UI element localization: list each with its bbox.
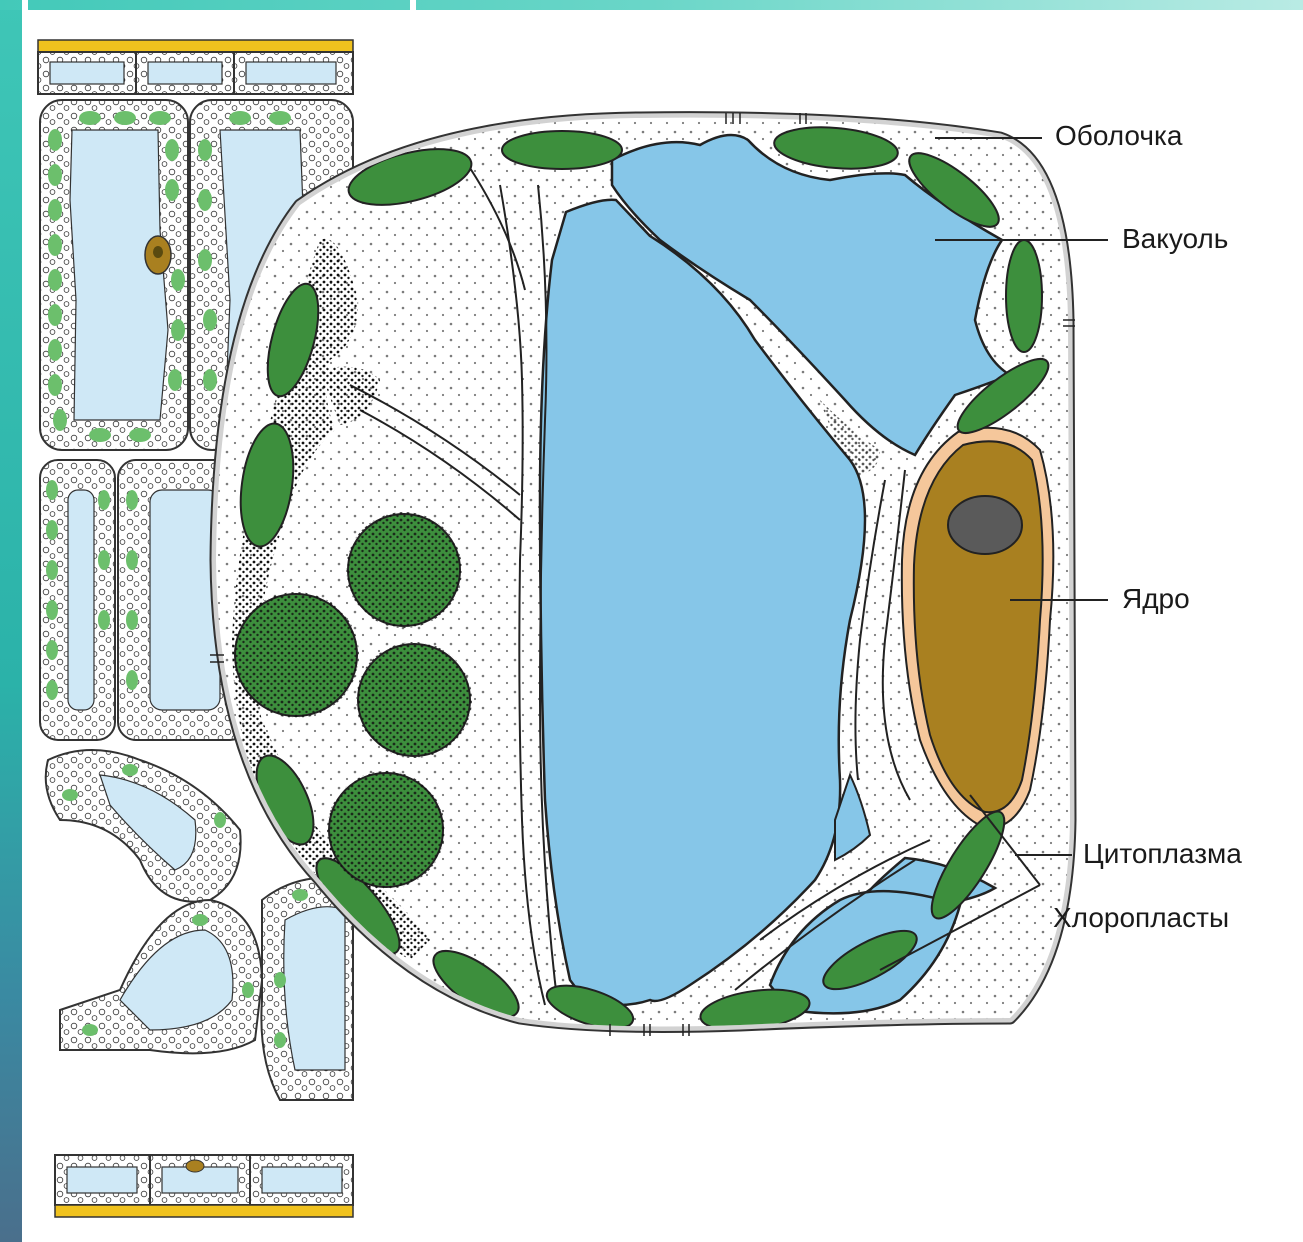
label-chloroplasts: Хлоропласты [1053,904,1229,932]
chloroplast [1006,240,1042,352]
label-cytoplasm: Цитоплазма [1083,840,1242,868]
label-vacuole: Вакуоль [1122,225,1228,253]
lower-epidermis [55,1155,353,1205]
label-membrane: Оболочка [1055,122,1182,150]
upper-epidermis [38,52,353,94]
nucleolus [948,496,1022,554]
lower-cuticle [55,1205,353,1217]
label-nucleus: Ядро [1122,585,1190,613]
chloroplast [502,131,622,169]
upper-cuticle [38,40,353,52]
